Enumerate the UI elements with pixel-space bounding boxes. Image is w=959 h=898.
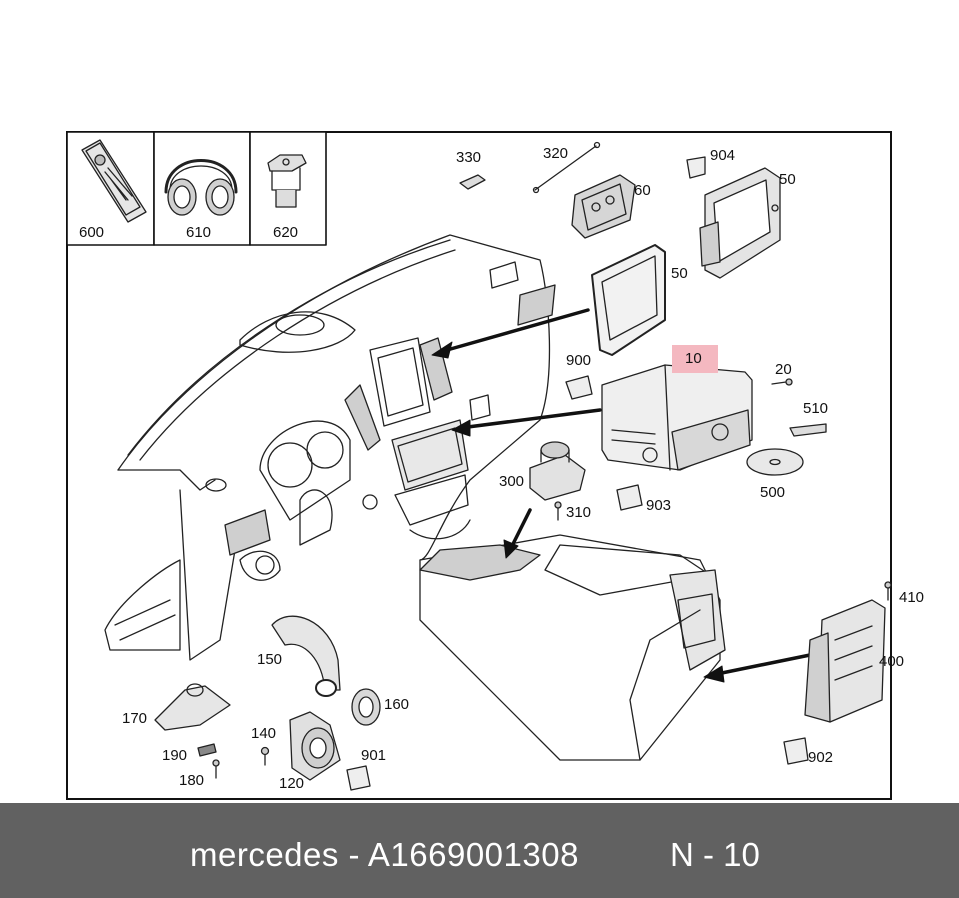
label-150: 150 (257, 651, 282, 668)
label-10: 10 (685, 350, 702, 367)
dashboard-drawing (104, 234, 726, 761)
part-150-duct-icon (271, 615, 341, 697)
footer-bar (0, 803, 959, 898)
part-410-screw-icon (884, 581, 892, 601)
part-180-screw-icon (212, 759, 220, 779)
connector-icon (267, 154, 307, 208)
part-510-card-icon (789, 423, 827, 437)
label-320: 320 (543, 145, 568, 162)
pointer-arrows (431, 308, 812, 683)
label-610: 610 (186, 224, 211, 241)
label-902: 902 (808, 749, 833, 766)
part-310-screw-icon (554, 501, 562, 521)
label-600: 600 (79, 224, 104, 241)
footer-reference: N - 10 (670, 836, 760, 873)
part-50-display-front-icon (591, 244, 666, 356)
part-10-head-unit-icon (601, 364, 753, 471)
part-120-blower-icon (289, 711, 341, 781)
label-180: 180 (179, 772, 204, 789)
part-320-cable-icon (532, 141, 601, 194)
part-140-screw-icon (260, 746, 270, 766)
label-510: 510 (803, 400, 828, 417)
remote-control-icon (81, 139, 147, 223)
label-50-screen: 50 (671, 265, 688, 282)
label-140: 140 (251, 725, 276, 742)
part-20-screw-icon (771, 378, 793, 386)
label-410: 410 (899, 589, 924, 606)
part-902-sticker-icon (783, 737, 809, 765)
label-904: 904 (710, 147, 735, 164)
headphones-icon (164, 159, 238, 216)
part-160-ring-icon (351, 688, 381, 726)
part-60-control-unit-icon (571, 174, 636, 239)
callout-labels: 600 610 620 330 320 60 904 50 50 10 900 … (79, 145, 924, 792)
part-904-sticker-icon (686, 156, 706, 179)
label-60: 60 (634, 182, 651, 199)
label-900: 900 (566, 352, 591, 369)
label-310: 310 (566, 504, 591, 521)
part-900-sticker-icon (565, 375, 593, 400)
part-400-module-icon (804, 599, 886, 723)
label-400: 400 (879, 653, 904, 670)
part-10-highlight (672, 345, 718, 373)
label-300: 300 (499, 473, 524, 490)
part-330-clip-icon (459, 174, 486, 190)
part-901-sticker-icon (346, 765, 371, 791)
label-120: 120 (279, 775, 304, 792)
label-160: 160 (384, 696, 409, 713)
label-620: 620 (273, 224, 298, 241)
part-170-duct-icon (154, 683, 231, 731)
label-500: 500 (760, 484, 785, 501)
part-903-sticker-icon (616, 484, 643, 511)
inset-boxes (66, 131, 327, 246)
label-170: 170 (122, 710, 147, 727)
part-300-controller-icon (529, 441, 586, 501)
part-50-display-rear-icon (699, 167, 781, 279)
part-190-clip-icon (197, 743, 217, 757)
label-190: 190 (162, 747, 187, 764)
label-330: 330 (456, 149, 481, 166)
label-901: 901 (361, 747, 386, 764)
part-500-disc-icon (746, 448, 804, 476)
footer-part-number: mercedes - A1669001308 (190, 836, 579, 873)
label-903: 903 (646, 497, 671, 514)
label-20: 20 (775, 361, 792, 378)
label-50-top: 50 (779, 171, 796, 188)
